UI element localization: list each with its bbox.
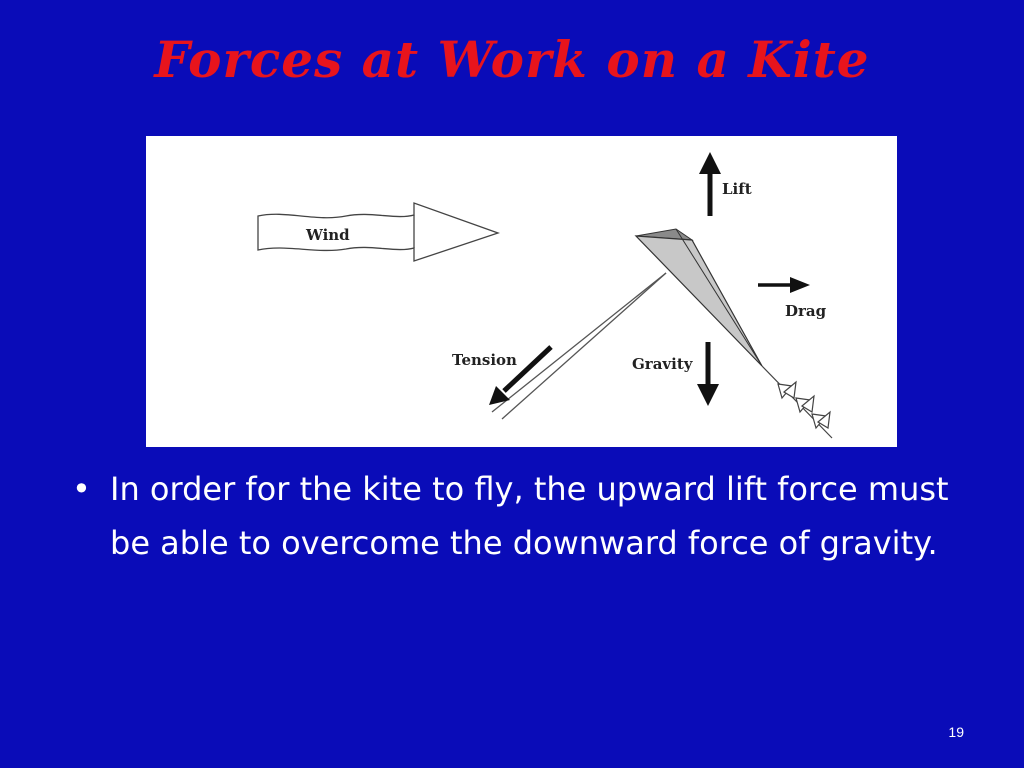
lift-arrow bbox=[699, 152, 721, 216]
kite-forces-svg: Wind Lift bbox=[257, 152, 833, 439]
bullet-list: • In order for the kite to fly, the upwa… bbox=[72, 462, 992, 570]
slide-number: 19 bbox=[948, 724, 964, 740]
wind-label: Wind bbox=[305, 226, 350, 244]
gravity-arrow bbox=[697, 342, 719, 406]
drag-label: Drag bbox=[785, 302, 827, 320]
bullet-item: • In order for the kite to fly, the upwa… bbox=[72, 462, 992, 570]
bullet-icon: • bbox=[72, 470, 91, 508]
kite-body bbox=[634, 228, 763, 367]
lift-label: Lift bbox=[722, 180, 752, 198]
kite-forces-diagram: Wind Lift bbox=[146, 136, 897, 447]
kite-tail bbox=[761, 365, 833, 439]
tension-arrow bbox=[489, 345, 553, 405]
wind-arrow bbox=[257, 202, 500, 262]
gravity-label: Gravity bbox=[632, 355, 694, 373]
kite-string bbox=[491, 272, 667, 420]
tension-label: Tension bbox=[452, 351, 517, 369]
bullet-text: In order for the kite to fly, the upward… bbox=[110, 470, 949, 562]
slide-title: Forces at Work on a Kite bbox=[154, 30, 870, 89]
drag-arrow bbox=[758, 277, 810, 293]
